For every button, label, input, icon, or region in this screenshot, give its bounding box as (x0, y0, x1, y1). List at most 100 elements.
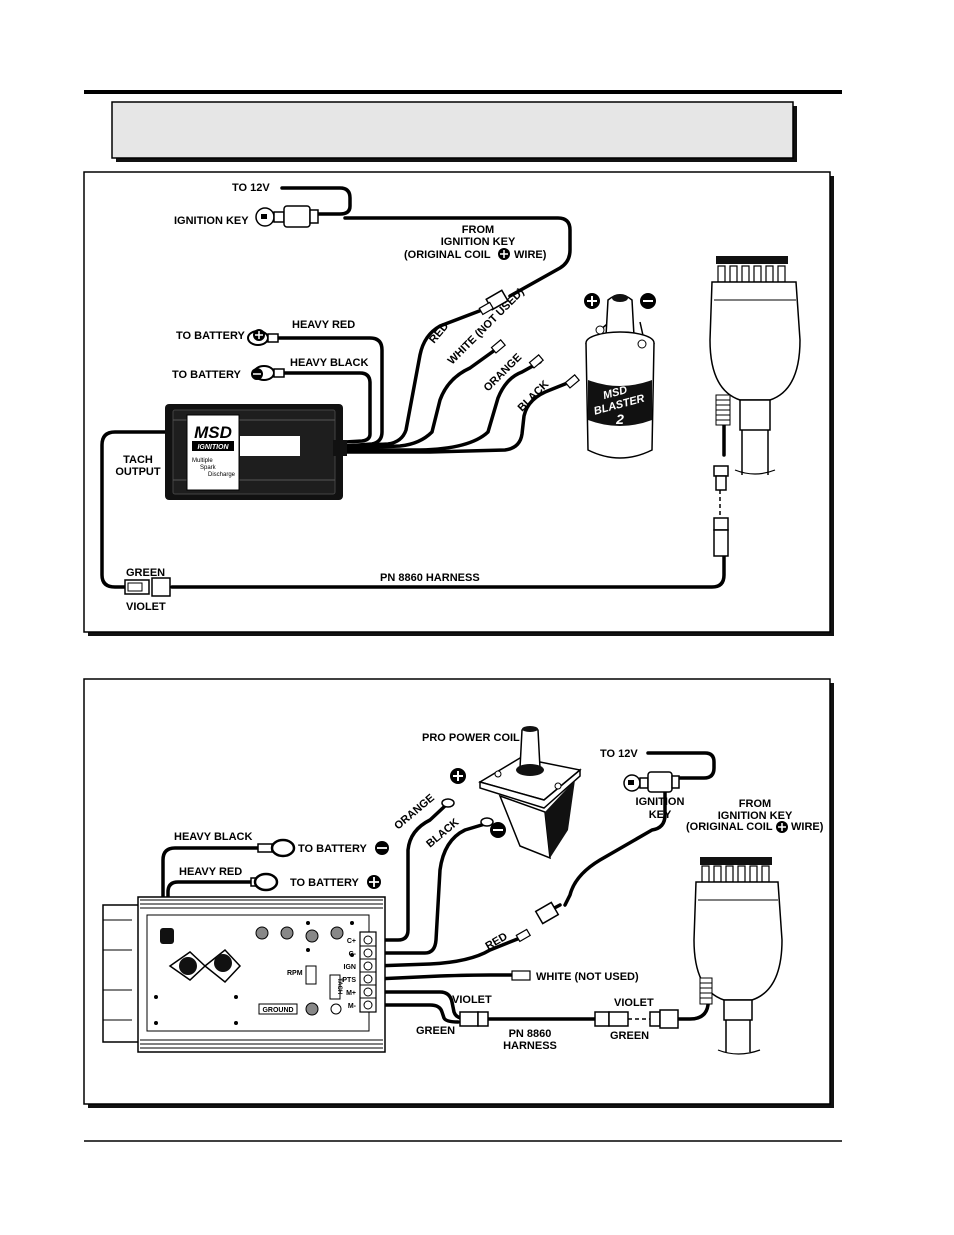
d2-harness-label-1: PN 8860 (509, 1028, 552, 1040)
d2-wire-orange (373, 804, 447, 942)
d2-coil-mount-right (203, 948, 242, 984)
d2-to-battery-neg-label: TO BATTERY (298, 843, 368, 855)
d2-wire-12v (646, 751, 716, 780)
d1-coil-positive-icon (584, 293, 600, 309)
d1-wire-white (343, 348, 497, 450)
d2-pro-power-coil (478, 726, 582, 860)
d2-ring-terminal-neg (257, 838, 296, 858)
d1-wire-heavy-red (266, 336, 384, 448)
d2-rpm-label: RPM (287, 970, 303, 977)
d2-from-key-label-3b: WIRE) (791, 821, 824, 833)
d1-from-key-label-3b: WIRE) (514, 249, 547, 261)
d2-wire-white-label: WHITE (NOT USED) (536, 971, 639, 983)
d1-to-battery-pos-label: TO BATTERY (176, 330, 246, 342)
d2-battery-plus-icon (367, 875, 381, 889)
title-banner (111, 101, 797, 162)
d2-distributor (693, 857, 783, 1055)
d1-wire-red (343, 303, 497, 448)
d1-from-key-label-1: FROM (462, 224, 494, 236)
d2-battery-minus-icon (375, 841, 389, 855)
d2-msd-box (102, 896, 386, 1053)
d1-heavy-red-label: HEAVY RED (292, 319, 355, 331)
d1-msd-desc-2: Spark (200, 465, 217, 471)
d2-key-label: KEY (649, 809, 672, 821)
d2-heavy-black-label: HEAVY BLACK (174, 831, 252, 843)
d1-plus-icon (498, 248, 510, 260)
d2-plus-icon (776, 821, 788, 833)
d2-violet-label-1: VIOLET (452, 994, 492, 1006)
d2-terminal-ign: IGN (344, 964, 356, 971)
d2-ground-label: GROUND (262, 1007, 293, 1014)
d2-terminal-c-minus: C- (349, 951, 357, 958)
d2-dist-connector (649, 1009, 679, 1029)
d2-from-key-label-2: IGNITION KEY (718, 810, 793, 822)
d1-wire-tach (100, 430, 167, 589)
d2-ring-orange (441, 798, 455, 808)
d1-heavy-black-label: HEAVY BLACK (290, 357, 368, 369)
d2-terminal-pts: PTS (342, 977, 356, 984)
d1-ignition-key-icon (255, 205, 319, 228)
d2-terminal-strip (359, 931, 377, 1013)
d2-wire-dist (674, 983, 712, 1021)
d2-wire-black (373, 822, 487, 955)
d1-battery-minus-icon (251, 368, 263, 380)
d1-msd-logo: MSD (194, 423, 232, 442)
d1-dist-connector-top (713, 465, 729, 491)
d1-msd-ignition-text: IGNITION (197, 444, 229, 451)
d2-connector-red (515, 901, 560, 943)
d2-from-key-label-1: FROM (739, 798, 771, 810)
d2-tach-label: TACH (336, 978, 342, 994)
d2-terminal-c-plus: C+ (347, 938, 356, 945)
d1-msd-desc-1: Multiple (192, 458, 213, 464)
d2-green-label-1: GREEN (416, 1025, 455, 1037)
d2-harness-connector-right (594, 1011, 629, 1027)
d1-wire-orange (343, 360, 542, 452)
d2-from-key-label-3a: (ORIGINAL COIL (686, 821, 773, 833)
d2-wire-green (373, 1003, 460, 1024)
d1-connector-red (478, 301, 495, 316)
d1-ignition-key-label: IGNITION KEY (174, 215, 249, 227)
d2-harness-connector-left (459, 1011, 489, 1027)
d2-wire-white (373, 973, 514, 981)
d1-from-key-label-3a: (ORIGINAL COIL (404, 249, 491, 261)
d2-terminal-m-plus: M+ (346, 990, 356, 997)
d1-msd-ignition-box (165, 404, 347, 500)
d1-wire-harness (170, 553, 726, 589)
d2-to-battery-pos-label: TO BATTERY (290, 877, 360, 889)
d2-harness-label-2: HARNESS (503, 1040, 557, 1052)
d1-battery-plus-icon (253, 329, 265, 341)
d2-pro-power-coil-label: PRO POWER COIL (422, 732, 520, 744)
d1-to-12v-label: TO 12V (232, 182, 270, 194)
d1-tach-label-2: OUTPUT (115, 466, 161, 478)
d2-terminal-m-minus: M- (348, 1003, 357, 1010)
d2-wire-heavy-black (161, 846, 264, 938)
d2-ring-black (480, 817, 494, 827)
d2-wire-violet (373, 990, 465, 1020)
d1-dist-connector-bottom (713, 517, 729, 557)
d2-wire-from-key (563, 788, 667, 907)
d1-from-key-label-2: IGNITION KEY (441, 236, 516, 248)
diagram1: MSD IGNITION Multiple Spark Discharge MS… (100, 182, 801, 613)
d1-blaster-coil (585, 294, 655, 459)
d2-heavy-red-label: HEAVY RED (179, 866, 242, 878)
d2-wire-heavy-red (166, 880, 257, 938)
d2-coil-negative-icon (490, 822, 506, 838)
d2-connector-white (511, 970, 531, 981)
d1-harness-label: PN 8860 HARNESS (380, 572, 480, 584)
d1-to-battery-neg-label: TO BATTERY (172, 369, 242, 381)
d1-tach-label-1: TACH (123, 454, 153, 466)
d2-wire-red (373, 936, 522, 968)
d1-wire-12v (280, 186, 352, 216)
d2-ignition-label: IGNITION (636, 796, 685, 808)
d1-coil-num: 2 (615, 411, 624, 427)
d1-wire-from-key (343, 216, 572, 298)
d2-violet-label-2: VIOLET (614, 997, 654, 1009)
d1-harness-connector-left (124, 577, 171, 597)
d1-connector-black (564, 373, 581, 389)
d1-wire-heavy-black (273, 371, 372, 444)
d1-distributor (709, 256, 801, 475)
d2-ignition-key-icon (623, 771, 680, 793)
d1-connector-white (490, 338, 507, 354)
d1-msd-desc-3: Discharge (208, 472, 236, 478)
